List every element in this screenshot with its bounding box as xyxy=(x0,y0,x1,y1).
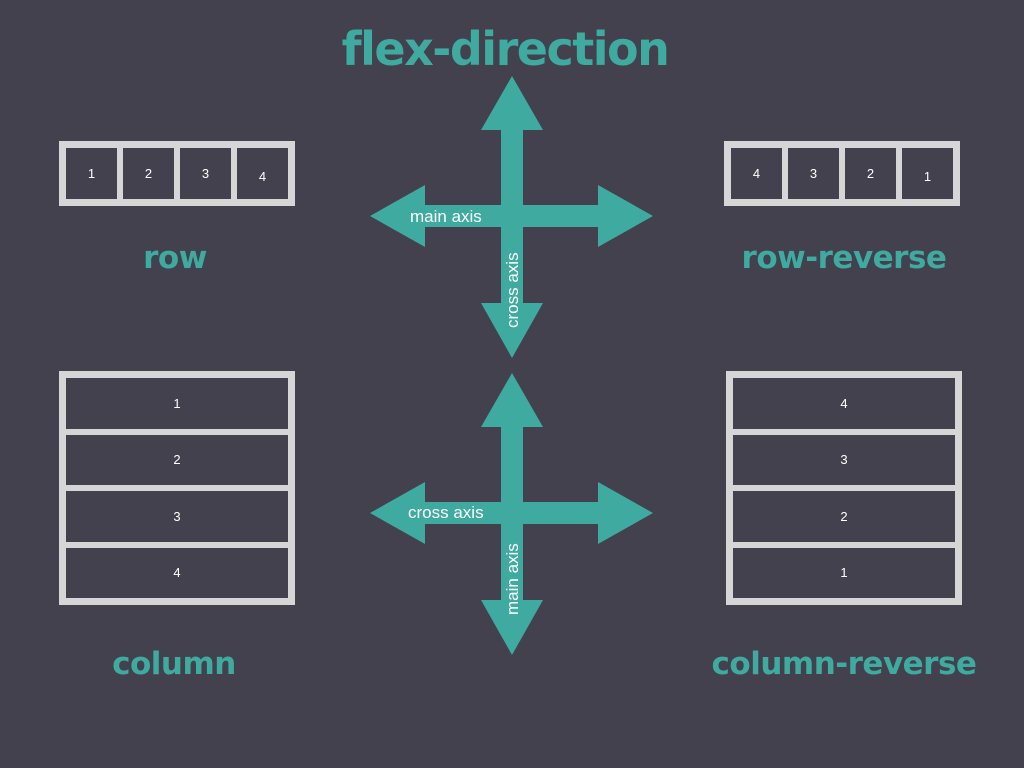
row-horizontal-shaft xyxy=(422,205,602,227)
column-item-1: 1 xyxy=(173,395,181,411)
column-arrow-left-icon xyxy=(370,482,425,544)
column-reverse-item-2: 2 xyxy=(733,485,955,542)
column-reverse-container: 4 3 2 1 xyxy=(726,371,962,605)
column-item-4: 4 xyxy=(66,541,288,599)
row-arrow-right-icon xyxy=(598,185,653,247)
column-container: 1 2 3 4 xyxy=(59,371,295,605)
row-item-2: 2 xyxy=(117,148,174,199)
column-reverse-item-1: 1 xyxy=(733,541,955,599)
column-label: column xyxy=(112,646,236,682)
column-arrow-right-icon xyxy=(598,482,653,544)
row-reverse-item-2: 2 xyxy=(839,148,896,199)
row-container: 1 2 3 4 xyxy=(59,141,295,206)
column-axes-cross: cross axis main axis xyxy=(370,373,653,655)
column-main-axis-label: main axis xyxy=(503,543,522,615)
row-axes-cross: main axis cross axis xyxy=(370,76,653,358)
row-cross-axis-label: cross axis xyxy=(503,252,522,328)
column-item-3: 3 xyxy=(66,485,288,542)
row-arrow-down-icon xyxy=(481,303,543,358)
row-main-axis-label: main axis xyxy=(410,207,482,226)
column-reverse-label: column-reverse xyxy=(711,646,977,682)
row-item-1: 1 xyxy=(87,166,96,181)
column-item-2: 2 xyxy=(66,428,288,486)
row-reverse-item-1: 1 xyxy=(896,148,953,199)
diagram-title: flex-direction xyxy=(341,22,670,76)
row-arrow-up-icon xyxy=(481,76,543,130)
column-horizontal-shaft xyxy=(422,502,602,524)
row-reverse-item-4: 4 xyxy=(752,166,761,181)
column-arrow-up-icon xyxy=(481,373,543,427)
column-reverse-item-4: 4 xyxy=(840,395,848,411)
row-label: row xyxy=(143,240,207,276)
row-arrow-left-icon xyxy=(370,185,425,247)
column-arrow-down-icon xyxy=(481,600,543,655)
row-reverse-label: row-reverse xyxy=(741,240,947,276)
row-item-3: 3 xyxy=(174,148,231,199)
row-item-4: 4 xyxy=(231,148,288,199)
column-reverse-item-3: 3 xyxy=(733,428,955,486)
column-cross-axis-label: cross axis xyxy=(408,503,484,522)
row-reverse-item-3: 3 xyxy=(782,148,839,199)
row-reverse-container: 4 3 2 1 xyxy=(724,141,960,206)
